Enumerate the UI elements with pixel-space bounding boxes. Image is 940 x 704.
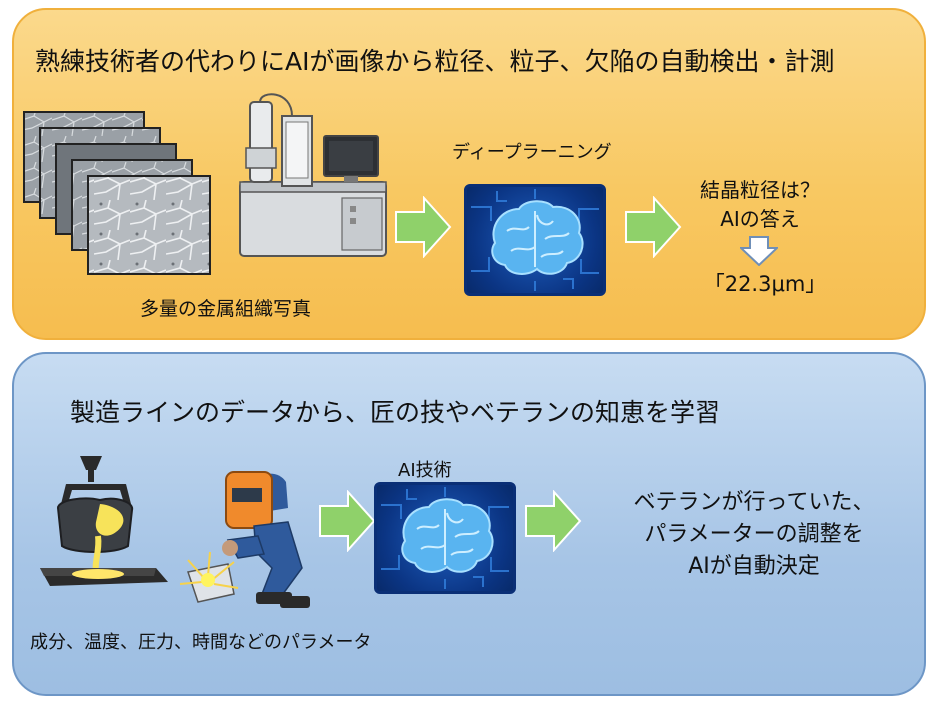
deep-learning-label: ディープラーニング: [452, 142, 612, 163]
bottom-title: 製造ラインのデータから、匠の技やベテランの知恵を学習: [70, 398, 721, 427]
arrow-right-icon: [624, 196, 682, 258]
arrow-right-icon: [524, 490, 582, 552]
ai-answer-label: AIの答え: [720, 207, 800, 231]
metal-micrograph-stack: [22, 110, 222, 290]
result-line-3: AIが自動決定: [688, 554, 820, 579]
result-line-1: ベテランが行っていた、: [633, 490, 875, 515]
arrow-right-icon: [318, 490, 376, 552]
arrow-down-icon: [740, 236, 778, 266]
arrow-right-icon: [394, 196, 452, 258]
grain-size-answer: 「22.3μm」: [703, 272, 827, 296]
molten-metal-ladle-icon: [36, 450, 172, 600]
result-line-2: パラメーターの調整を: [644, 522, 864, 547]
ai-brain-icon: [374, 482, 516, 594]
ai-technology-label: AI技術: [398, 460, 452, 481]
ai-brain-icon: [464, 184, 606, 296]
grain-size-question: 結晶粒径は？: [700, 178, 820, 202]
photos-caption: 多量の金属組織写真: [140, 298, 312, 320]
welder-worker-icon: [168, 456, 318, 616]
electron-microscope-icon: [232, 92, 392, 262]
top-title: 熟練技術者の代わりにAIが画像から粒径、粒子、欠陥の自動検出・計測: [35, 47, 835, 76]
parameters-caption: 成分、温度、圧力、時間などのパラメータ: [30, 632, 372, 653]
